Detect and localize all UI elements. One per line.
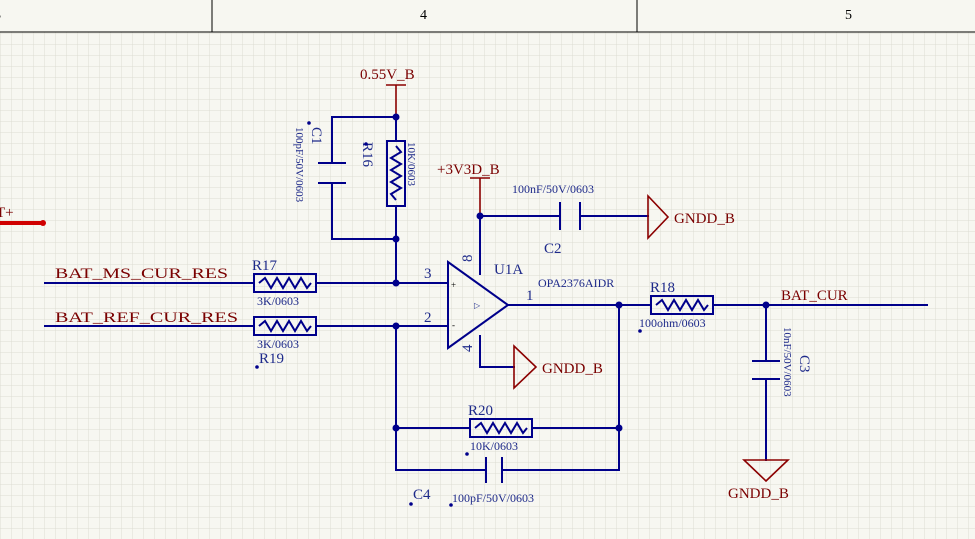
opamp-plus-sign: +	[451, 280, 456, 290]
c4-value: 100pF/50V/0603	[452, 491, 534, 505]
power-port-0v55[interactable]: 0.55V_B	[360, 67, 415, 117]
net-label-tplus: T+	[0, 205, 14, 221]
net-label-3v3: +3V3D_B	[437, 162, 500, 178]
resistor-r19[interactable]: 3K/0603 R19	[253, 316, 317, 369]
zone-label-3: 3	[0, 8, 1, 23]
wires-output	[395, 304, 928, 471]
r18-value: 100ohm/0603	[639, 316, 706, 330]
capacitor-c1[interactable]: C1 100pF/50V/0603	[293, 121, 346, 203]
resistor-r16[interactable]: R16 10K/0603	[359, 140, 417, 207]
zone-label-5: 5	[845, 8, 852, 23]
r16-ref: R16	[359, 142, 375, 168]
ground-port-c2[interactable]: GNDD_B	[647, 194, 735, 240]
net-label-0v55: 0.55V_B	[360, 67, 415, 83]
resistor-r18[interactable]: R18 100ohm/0603	[638, 280, 714, 333]
u1a-pin-3: 3	[424, 266, 432, 282]
zone-label-4: 4	[420, 8, 427, 23]
c2-value: 100nF/50V/0603	[512, 182, 594, 196]
r19-value: 3K/0603	[257, 337, 299, 351]
r19-ref: R19	[259, 351, 284, 367]
resistor-r17[interactable]: R17 3K/0603	[252, 258, 317, 308]
ground-port-c3[interactable]: GNDD_B	[728, 459, 790, 502]
u1a-pin-2: 2	[424, 310, 432, 326]
u1a-pin-1: 1	[526, 288, 534, 304]
c3-value: 10nF/50V/0603	[781, 327, 793, 397]
c1-value: 100pF/50V/0603	[293, 127, 305, 203]
zone-strip: 3 4 5	[0, 0, 975, 33]
net-label-bat-cur: BAT_CUR	[781, 288, 848, 304]
u1a-value: OPA2376AIDR	[538, 276, 614, 290]
net-label-gnd-c2: GNDD_B	[674, 211, 735, 227]
r20-ref: R20	[468, 403, 493, 419]
c2-ref: C2	[544, 241, 562, 257]
net-edge-tplus[interactable]: T+	[0, 205, 46, 226]
net-label-gnd-c3: GNDD_B	[728, 486, 789, 502]
r20-value: 10K/0603	[470, 439, 518, 453]
u1a-internal-mark: ▷	[474, 301, 481, 310]
opamp-minus-sign: -	[452, 320, 455, 330]
net-label-gnd-opamp: GNDD_B	[542, 361, 603, 377]
capacitor-c4[interactable]: C4 100pF/50V/0603	[409, 457, 534, 507]
net-label-bat-ms-cur-res: BAT_MS_CUR_RES	[55, 266, 228, 282]
wires-upper-block	[331, 116, 397, 284]
c1-ref: C1	[308, 127, 324, 145]
power-port-3v3[interactable]: +3V3D_B	[437, 162, 500, 216]
r16-value: 10K/0603	[405, 142, 417, 187]
net-label-bat-ref-cur-res: BAT_REF_CUR_RES	[55, 310, 238, 326]
wires-opamp-supply	[479, 215, 649, 368]
r18-ref: R18	[650, 280, 675, 296]
r17-ref: R17	[252, 258, 278, 274]
capacitor-c2[interactable]: 100nF/50V/0603 C2	[512, 182, 594, 257]
input-wires	[44, 282, 449, 471]
c3-ref: C3	[796, 355, 812, 373]
capacitor-c3[interactable]: 10nF/50V/0603 C3	[752, 327, 812, 397]
ground-port-opamp[interactable]: GNDD_B	[513, 344, 603, 390]
resistor-r20[interactable]: R20 10K/0603	[465, 403, 533, 456]
net-bat-ms-cur-res[interactable]: BAT_MS_CUR_RES	[55, 266, 228, 282]
u1a-pin-4: 4	[460, 344, 476, 352]
net-bat-cur[interactable]: BAT_CUR	[781, 288, 848, 304]
u1a-ref: U1A	[494, 262, 523, 278]
c4-ref: C4	[413, 487, 431, 503]
opamp-u1a[interactable]: + - 3 2 1 8 4 U1A OPA2376AIDR ▷	[424, 255, 614, 353]
u1a-pin-8: 8	[460, 255, 476, 263]
r17-value: 3K/0603	[257, 294, 299, 308]
net-bat-ref-cur-res[interactable]: BAT_REF_CUR_RES	[55, 310, 238, 326]
junction-dots	[392, 113, 770, 432]
